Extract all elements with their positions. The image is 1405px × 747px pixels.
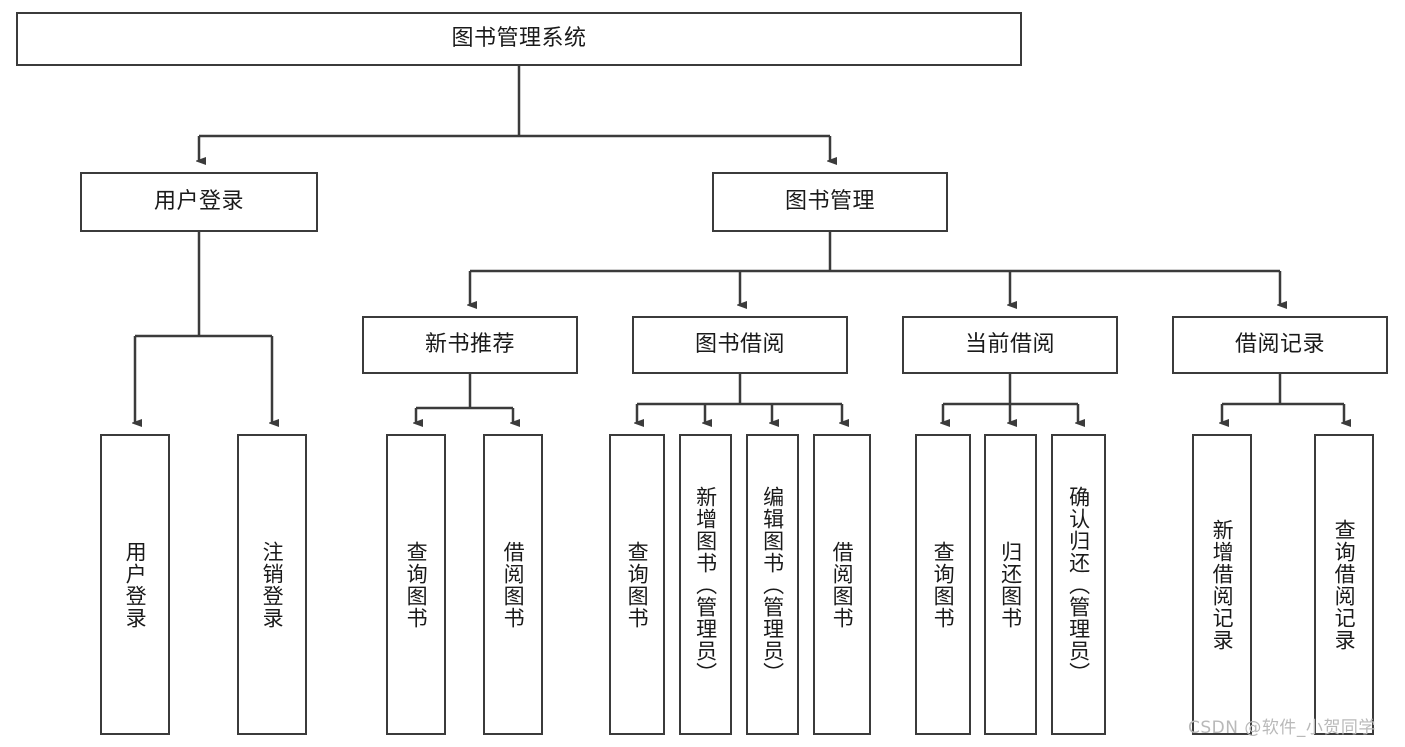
- leaf-node[interactable]: 查询借阅记录: [1314, 434, 1374, 735]
- leaf-node-label: 查询图书: [625, 540, 650, 629]
- node-book-borrow-label: 图书借阅: [694, 331, 785, 357]
- leaf-node-label: 编辑图书（管理员）: [760, 485, 785, 684]
- node-new-book-recommend[interactable]: 新书推荐: [362, 316, 578, 374]
- leaf-node[interactable]: 用户登录: [100, 434, 170, 735]
- leaf-node[interactable]: 注销登录: [237, 434, 307, 735]
- leaf-node-label: 查询图书: [404, 540, 429, 629]
- node-current-borrow[interactable]: 当前借阅: [902, 316, 1118, 374]
- node-root[interactable]: 图书管理系统: [16, 12, 1022, 66]
- leaf-node-label: 查询借阅记录: [1332, 518, 1357, 651]
- leaf-node[interactable]: 新增借阅记录: [1192, 434, 1252, 735]
- node-current-borrow-label: 当前借阅: [964, 331, 1055, 357]
- leaf-node-label: 新增图书（管理员）: [693, 485, 718, 684]
- leaf-node[interactable]: 确认归还（管理员）: [1051, 434, 1106, 735]
- node-book-management-label: 图书管理: [784, 188, 875, 214]
- leaf-node[interactable]: 查询图书: [609, 434, 665, 735]
- leaf-node-label: 查询图书: [931, 540, 956, 629]
- leaf-node-label: 归还图书: [998, 540, 1023, 629]
- leaf-node-label: 借阅图书: [830, 540, 855, 629]
- leaf-node[interactable]: 查询图书: [915, 434, 971, 735]
- node-new-book-recommend-label: 新书推荐: [424, 331, 515, 357]
- leaf-node[interactable]: 归还图书: [984, 434, 1037, 735]
- leaf-node-label: 新增借阅记录: [1210, 518, 1235, 651]
- leaf-node-label: 注销登录: [260, 540, 285, 629]
- leaf-node[interactable]: 新增图书（管理员）: [679, 434, 732, 735]
- node-user-login[interactable]: 用户登录: [80, 172, 318, 232]
- leaf-node-label: 确认归还（管理员）: [1066, 485, 1091, 684]
- leaf-node[interactable]: 编辑图书（管理员）: [746, 434, 799, 735]
- leaf-node-label: 借阅图书: [501, 540, 526, 629]
- node-borrow-records[interactable]: 借阅记录: [1172, 316, 1388, 374]
- leaf-node-label: 用户登录: [123, 540, 148, 629]
- node-book-borrow[interactable]: 图书借阅: [632, 316, 848, 374]
- watermark: CSDN @软件_小贺同学: [1188, 718, 1376, 738]
- node-user-login-label: 用户登录: [153, 188, 244, 214]
- leaf-node[interactable]: 查询图书: [386, 434, 446, 735]
- node-root-label: 图书管理系统: [451, 25, 587, 51]
- leaf-node[interactable]: 借阅图书: [813, 434, 871, 735]
- node-book-management[interactable]: 图书管理: [712, 172, 948, 232]
- leaf-node[interactable]: 借阅图书: [483, 434, 543, 735]
- node-borrow-records-label: 借阅记录: [1234, 331, 1325, 357]
